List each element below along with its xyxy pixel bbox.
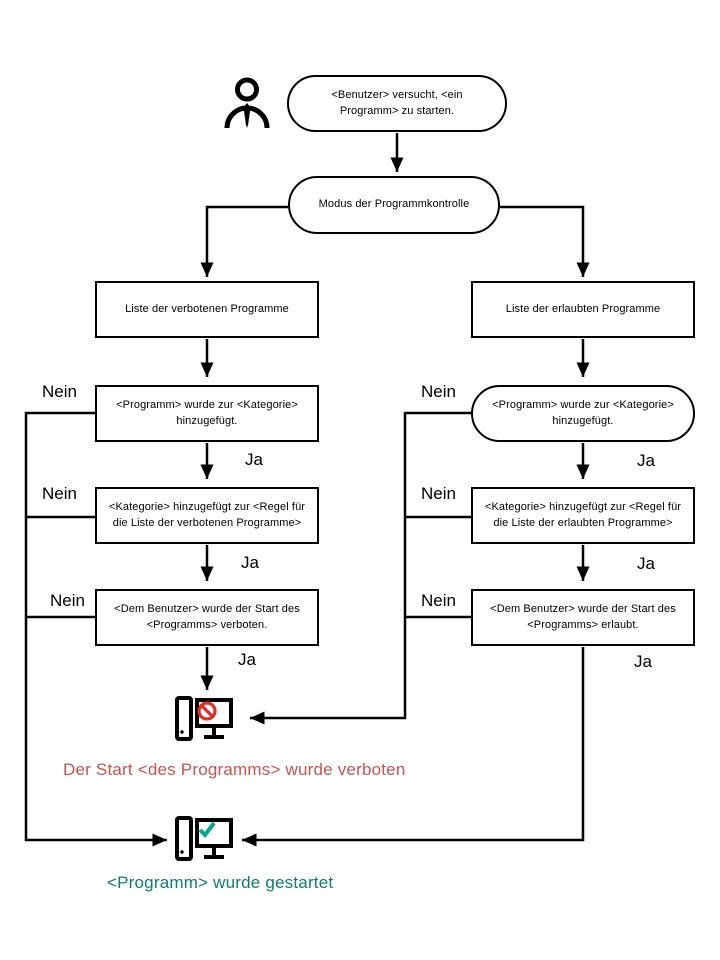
check-mark xyxy=(198,821,216,839)
person-icon xyxy=(220,76,274,130)
allow-category-node: <Programm> wurde zur <Kategorie> hinzuge… xyxy=(471,385,695,442)
label-no-allow-user: Nein xyxy=(421,591,456,610)
denylist-node: Liste der verbotenen Programme xyxy=(95,281,319,338)
deny-user-node: <Dem Benutzer> wurde der Start des <Prog… xyxy=(95,589,319,646)
prohibition-sign xyxy=(197,701,217,721)
label-no-allow-rule: Nein xyxy=(421,484,456,503)
label-no-deny-user: Nein xyxy=(50,591,85,610)
computer-check-icon xyxy=(173,814,235,864)
computer-blocked-icon xyxy=(173,694,235,744)
deny-rule-node: <Kategorie> hinzugefügt zur <Regel für d… xyxy=(95,487,319,544)
blocked-result-text: Der Start <des Programms> wurde verboten xyxy=(63,760,406,779)
allowlist-node: Liste der erlaubten Programme xyxy=(471,281,695,338)
mode-node: Modus der Programmkontrolle xyxy=(288,176,500,234)
label-no-deny-category: Nein xyxy=(42,382,77,401)
label-yes-allow-rule: Ja xyxy=(637,554,655,573)
started-result-text: <Programm> wurde gestartet xyxy=(107,873,334,892)
allow-rule-node: <Kategorie> hinzugefügt zur <Regel für d… xyxy=(471,487,695,544)
label-no-allow-category: Nein xyxy=(421,382,456,401)
label-yes-deny-user: Ja xyxy=(238,650,256,669)
deny-category-node: <Programm> wurde zur <Kategorie> hinzuge… xyxy=(95,385,319,442)
label-yes-allow-user: Ja xyxy=(634,652,652,671)
label-yes-deny-category: Ja xyxy=(245,450,263,469)
label-no-deny-rule: Nein xyxy=(42,484,77,503)
label-yes-deny-rule: Ja xyxy=(241,553,259,572)
label-yes-allow-category: Ja xyxy=(637,451,655,470)
start-node: <Benutzer> versucht, <ein Programm> zu s… xyxy=(287,75,507,132)
allow-user-node: <Dem Benutzer> wurde der Start des <Prog… xyxy=(471,589,695,646)
